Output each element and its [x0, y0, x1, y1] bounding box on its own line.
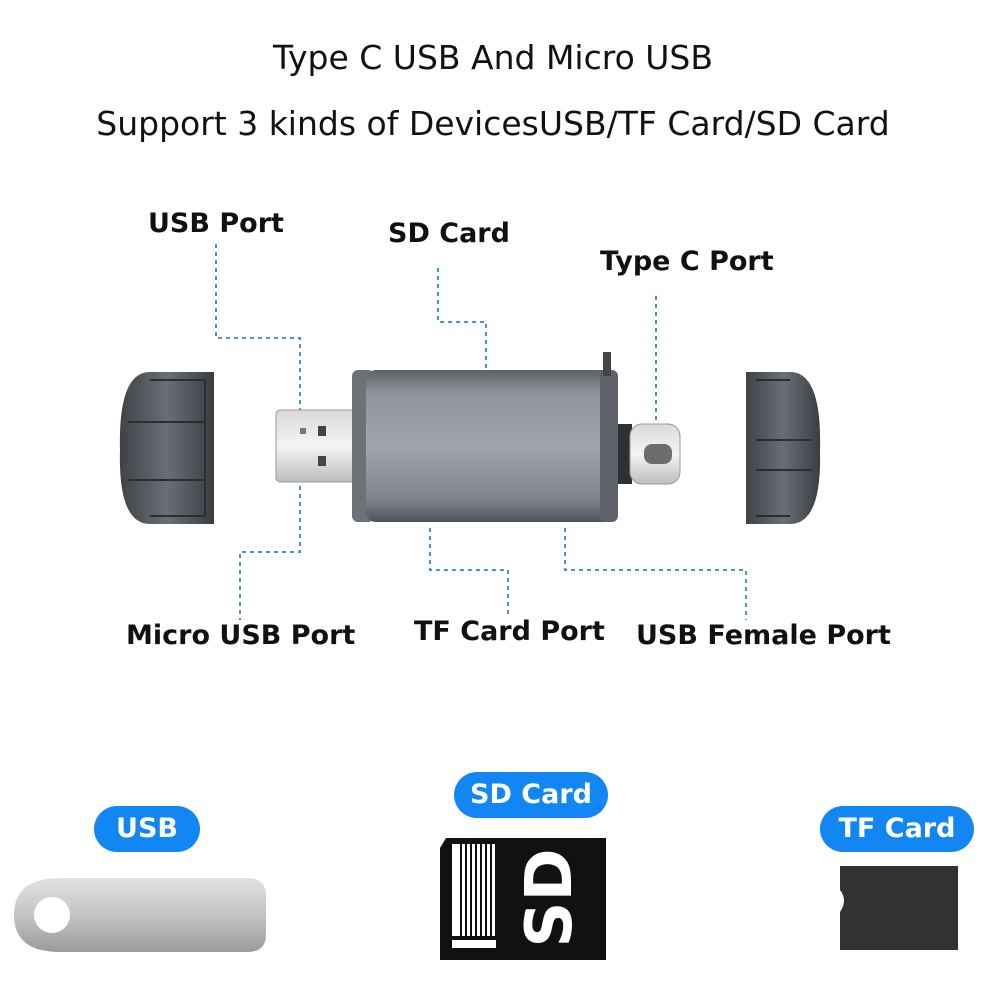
leader-usb-port: [215, 244, 301, 440]
leader-usb-female: [564, 528, 747, 620]
headline-line-1: Type C USB And Micro USB: [272, 38, 714, 77]
label-sd-card: SD Card: [388, 218, 510, 249]
usb-flash-drive-icon: [14, 878, 266, 952]
leader-tf-card: [429, 528, 509, 615]
label-tf-card-port: TF Card Port: [414, 616, 605, 647]
label-usb-port: USB Port: [148, 208, 284, 239]
sd-card-print: SD: [513, 848, 587, 948]
headline-line-2: Support 3 kinds of DevicesUSB/TF Card/SD…: [96, 104, 890, 143]
sd-card-icon: [440, 838, 606, 960]
left-cap: [119, 372, 214, 524]
leader-sd-card: [437, 268, 487, 370]
tf-card-icon: [840, 866, 958, 950]
sd-card-badge: SD Card: [454, 772, 608, 818]
tf-card-badge: TF Card: [820, 806, 974, 852]
usb-a-plug: [275, 409, 357, 483]
label-usb-female-port: USB Female Port: [636, 620, 891, 651]
type-c-plug: [618, 423, 681, 485]
label-type-c-port: Type C Port: [600, 246, 774, 277]
leader-micro-usb: [239, 470, 301, 620]
usb-device-badge: USB: [94, 806, 200, 852]
label-micro-usb-port: Micro USB Port: [126, 620, 356, 651]
reader-body: [352, 352, 618, 522]
right-cap: [746, 372, 821, 524]
leader-lines: [215, 244, 747, 620]
